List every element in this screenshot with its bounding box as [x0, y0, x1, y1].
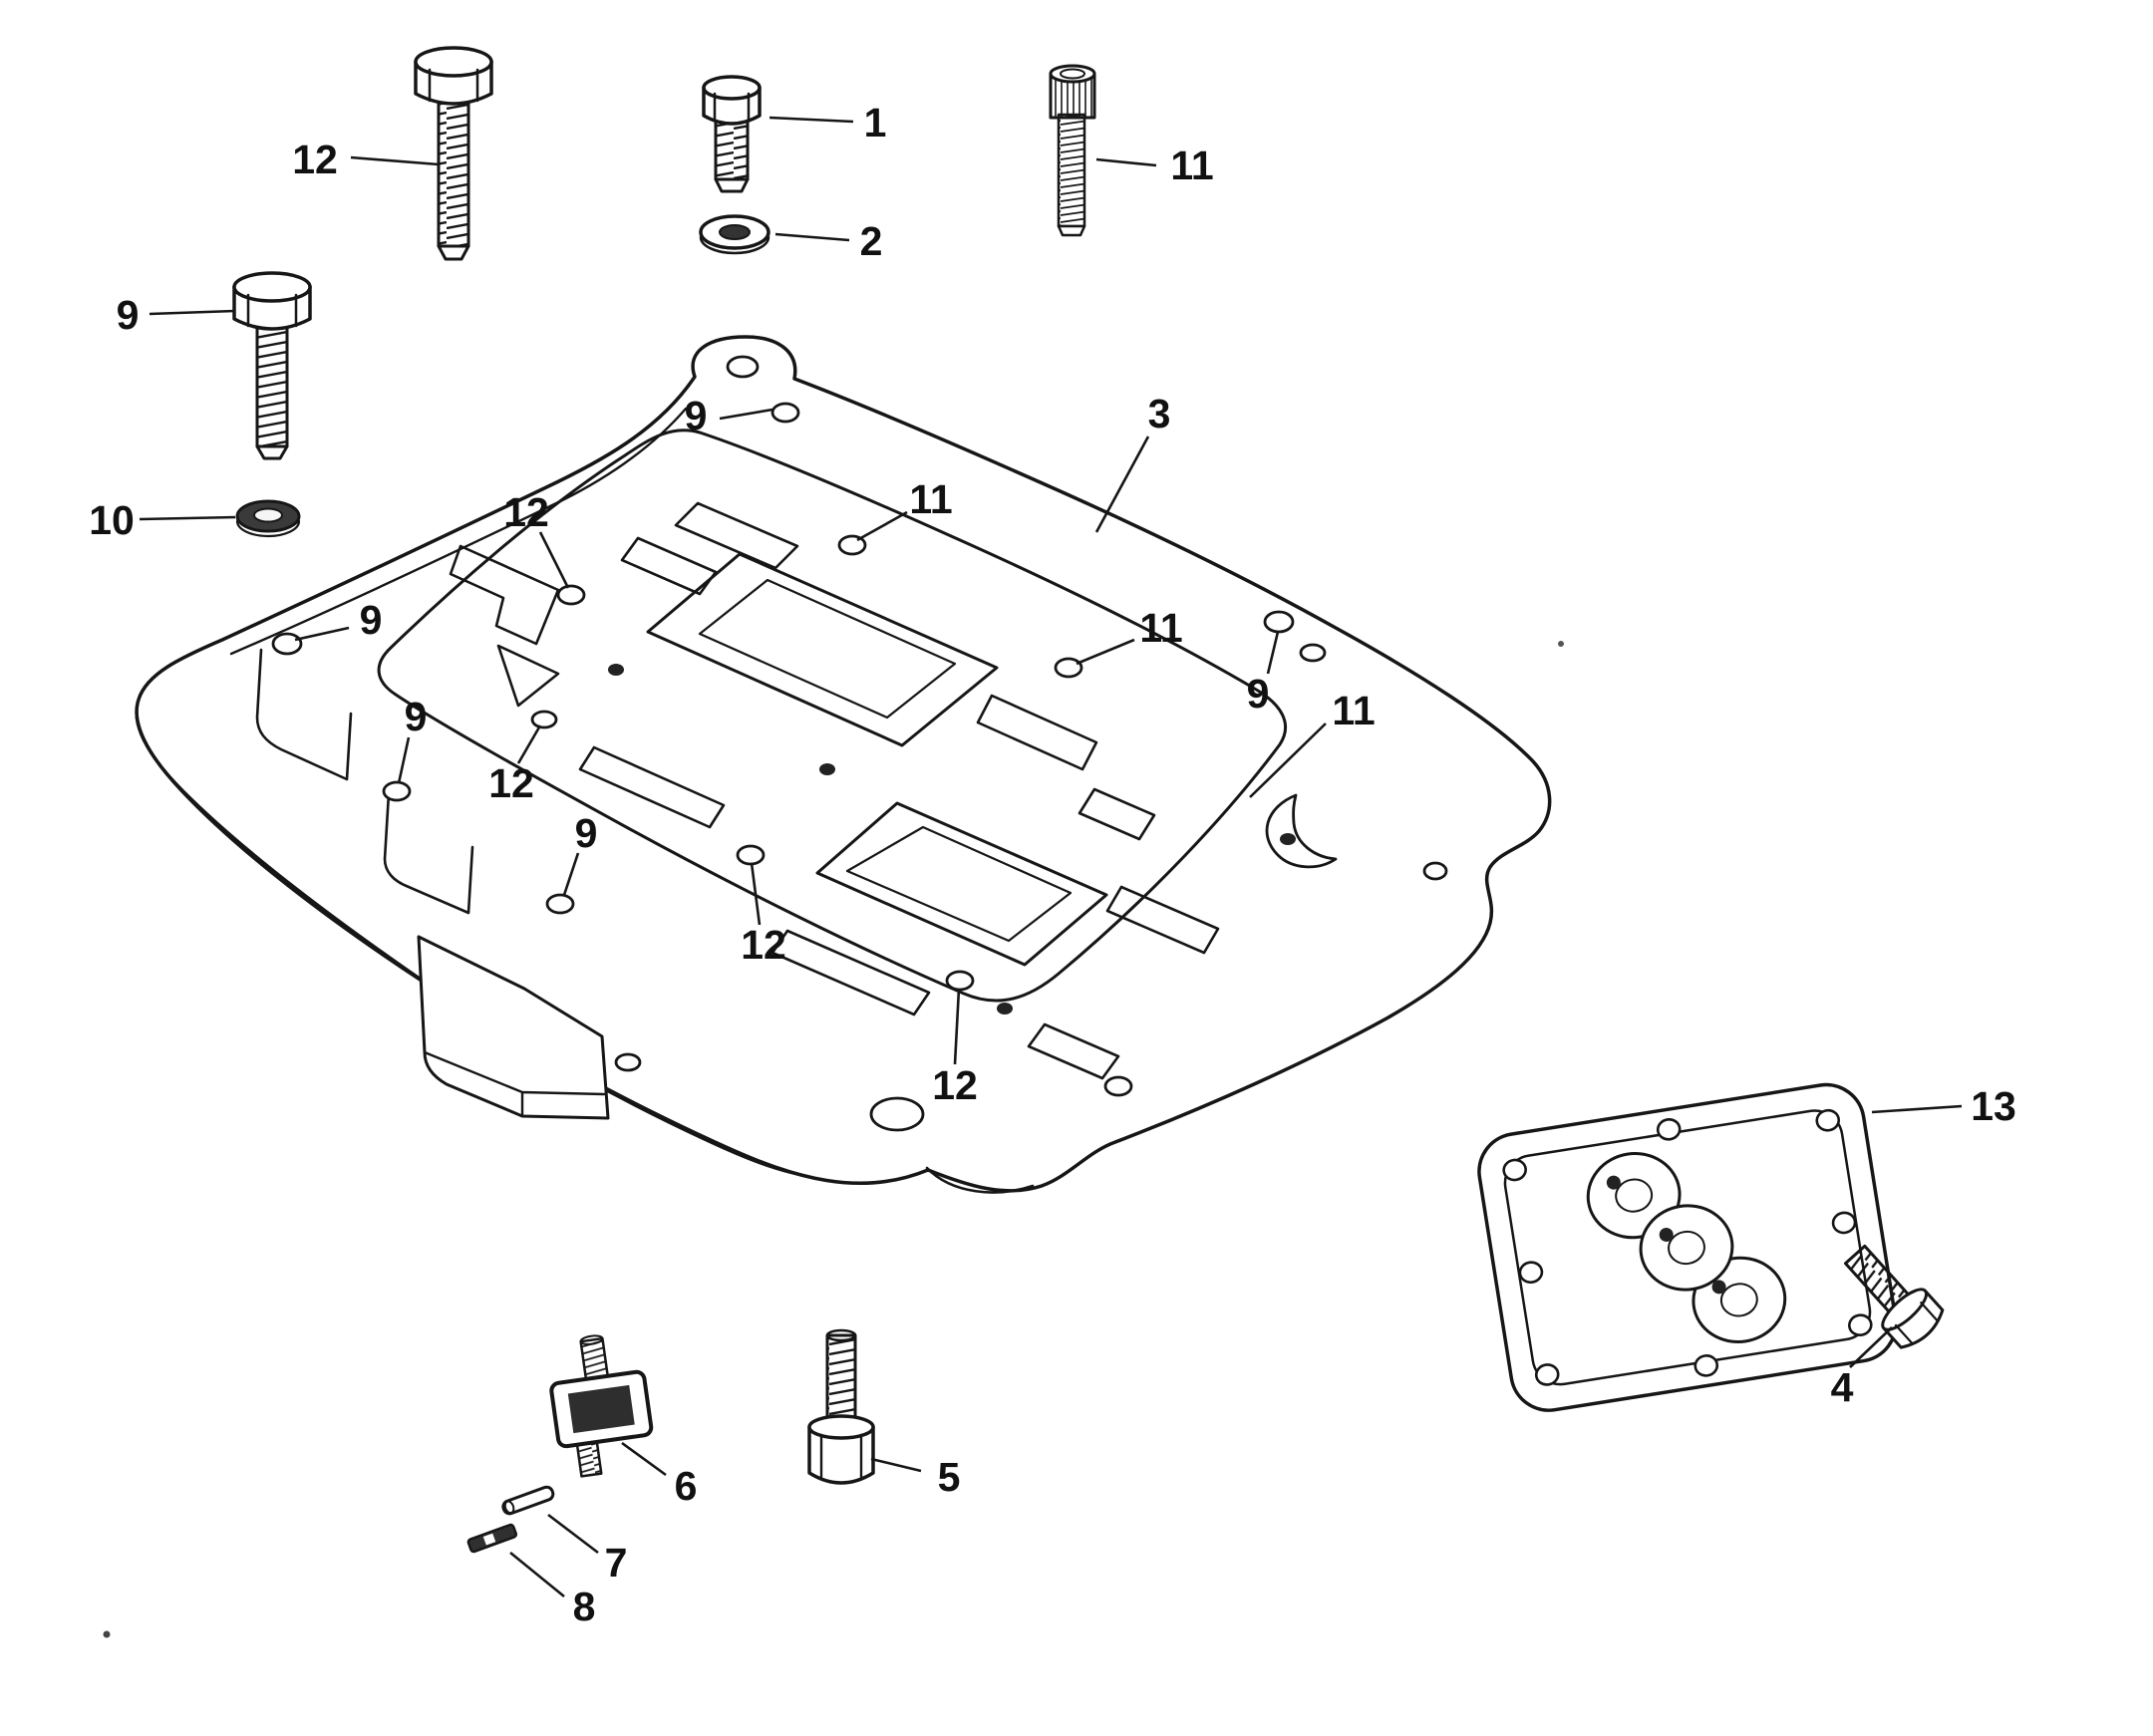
callout-11: 11: [1139, 605, 1182, 651]
leader-line-9: [562, 852, 580, 896]
leader-line-6: [621, 1441, 667, 1477]
callout-12: 12: [932, 1062, 978, 1108]
callout-1: 1: [864, 100, 887, 145]
leader-line-4: [1849, 1326, 1893, 1368]
leader-line-12: [516, 724, 542, 764]
end-plate-13: [1477, 1082, 1898, 1412]
callout-9: 9: [117, 292, 140, 338]
leader-line-8: [509, 1551, 565, 1598]
leader-line-11: [1249, 723, 1327, 798]
mount-fitting-6: [549, 1334, 654, 1478]
leader-line-9: [149, 309, 236, 316]
speck: [103, 1630, 111, 1638]
callout-7: 7: [605, 1540, 628, 1586]
plate-threaded-holes: [608, 664, 1296, 1014]
leader-line-3: [1094, 435, 1150, 533]
callout-9: 9: [405, 694, 428, 739]
socket-screw-11: [1049, 64, 1096, 237]
leader-line-10: [139, 515, 236, 521]
hex-bolt-12: [414, 46, 493, 261]
hex-bolt-4: [1843, 1244, 1945, 1349]
callout-5: 5: [938, 1454, 961, 1500]
hex-bolt-9: [232, 271, 312, 460]
leader-line-1: [769, 116, 854, 124]
flat-washer-2: [699, 214, 770, 255]
leader-line-11: [1076, 638, 1135, 666]
lock-washer-10: [235, 499, 301, 538]
callout-12: 12: [292, 137, 338, 182]
leader-line-9: [397, 736, 411, 784]
callout-11: 11: [1170, 143, 1213, 188]
plate-bolt-holes: [271, 355, 1448, 1132]
callout-12: 12: [503, 489, 549, 535]
callout-3: 3: [1148, 391, 1171, 436]
leader-line-13: [1871, 1104, 1963, 1114]
callout-2: 2: [860, 218, 883, 264]
hex-bolt-1: [702, 75, 762, 193]
leader-line-2: [774, 232, 850, 242]
callout-12: 12: [741, 922, 786, 968]
leader-line-11: [1095, 157, 1157, 167]
callout-13: 13: [1971, 1083, 2016, 1129]
dowel-pin-7: [501, 1485, 555, 1516]
leader-line-11: [856, 510, 908, 542]
leader-line-12: [350, 155, 440, 166]
leader-line-9: [294, 626, 350, 642]
leader-line-9: [719, 408, 773, 421]
callout-9: 9: [360, 597, 383, 643]
roll-pin-8: [466, 1523, 518, 1554]
callout-8: 8: [573, 1584, 596, 1629]
leader-line-12: [953, 988, 961, 1065]
hex-bolt-5: [807, 1328, 875, 1485]
leader-line-7: [547, 1513, 599, 1555]
callout-6: 6: [675, 1463, 698, 1509]
callout-12: 12: [488, 760, 534, 806]
leader-line-12: [750, 862, 762, 926]
gasket-outline: [377, 429, 1287, 1003]
speck: [1558, 641, 1564, 647]
callout-11: 11: [1332, 688, 1375, 733]
callout-9: 9: [1247, 671, 1270, 717]
leader-line-12: [538, 531, 570, 589]
callout-4: 4: [1831, 1364, 1854, 1410]
adaptor-plate-3: [135, 335, 1552, 1194]
leader-line-9: [1266, 631, 1280, 675]
callout-11: 11: [909, 476, 952, 522]
leader-line-5: [870, 1457, 922, 1473]
callout-10: 10: [89, 497, 135, 543]
callout-9: 9: [575, 810, 598, 856]
callout-9: 9: [685, 393, 708, 438]
